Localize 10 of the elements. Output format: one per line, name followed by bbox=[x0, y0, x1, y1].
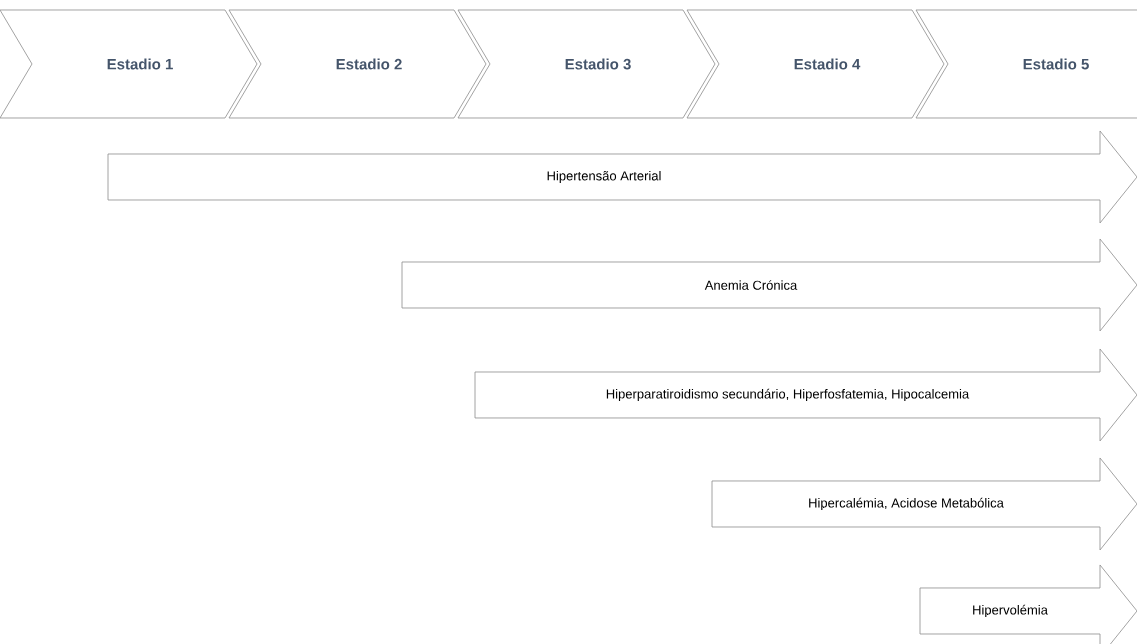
condition-band: Hipercalémia, Acidose Metabólica bbox=[711, 457, 1137, 551]
stage-band: Estadio 4 bbox=[686, 9, 945, 119]
stage-band: Estadio 5 bbox=[915, 9, 1137, 119]
condition-band: Anemia Crónica bbox=[401, 238, 1137, 332]
stage-band: Estadio 2 bbox=[228, 9, 487, 119]
condition-band: Hiperparatiroidismo secundário, Hiperfosfatemia, Hipocalcemia bbox=[474, 348, 1137, 442]
condition-band: Hipervolémia bbox=[919, 564, 1137, 644]
stage-band: Estadio 1 bbox=[0, 9, 258, 119]
condition-band: Hipertensão Arterial bbox=[107, 130, 1137, 224]
stage-band: Estadio 3 bbox=[457, 9, 716, 119]
